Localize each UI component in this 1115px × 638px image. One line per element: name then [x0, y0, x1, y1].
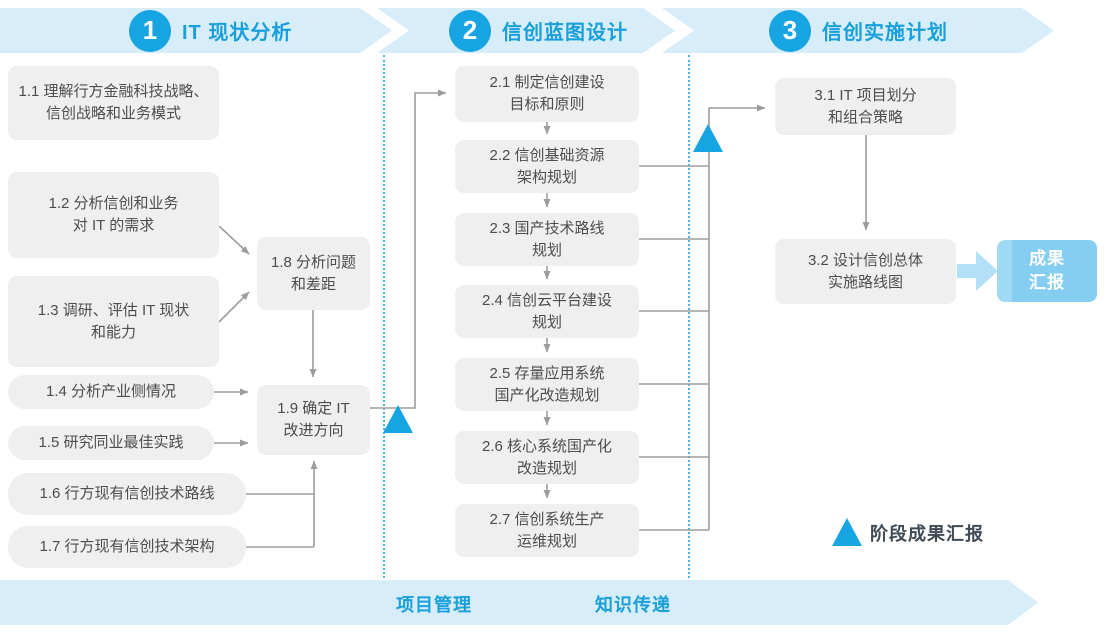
phase-banner-1: 1 IT 现状分析 — [0, 8, 392, 53]
footer-label-project-management: 项目管理 — [396, 595, 472, 615]
phase-number-badge-2: 2 — [449, 9, 491, 52]
task-box-1-3: 1.3 调研、评估 IT 现状 和能力 — [8, 276, 219, 367]
task-box-2-5: 2.5 存量应用系统 国产化改造规划 — [455, 358, 639, 411]
task-box-1-8: 1.8 分析问题 和差距 — [257, 237, 370, 310]
footer-label-knowledge-transfer: 知识传递 — [595, 595, 671, 615]
phase-divider-1 — [383, 55, 385, 578]
task-box-1-5: 1.5 研究同业最佳实践 — [8, 426, 214, 460]
task-box-1-4: 1.4 分析产业侧情况 — [8, 375, 214, 409]
phase-title-3: 信创实施计划 — [822, 22, 948, 44]
task-box-2-6: 2.6 核心系统国产化 改造规划 — [455, 431, 639, 484]
task-box-2-3: 2.3 国产技术路线 规划 — [455, 213, 639, 266]
phase-divider-2 — [688, 55, 690, 578]
task-box-2-4: 2.4 信创云平台建设 规划 — [455, 285, 639, 338]
phase-banner-2: 2 信创蓝图设计 — [377, 8, 675, 53]
phase-banner-3: 3 信创实施计划 — [662, 8, 1054, 53]
task-box-3-1: 3.1 IT 项目划分 和组合策略 — [775, 78, 956, 135]
edge-1-3-to-1-8 — [218, 291, 250, 323]
milestone-triangle-2 — [693, 124, 723, 152]
phase-number-badge-3: 3 — [769, 9, 811, 52]
phase-number-badge-1: 1 — [129, 9, 171, 52]
legend-label: 阶段成果汇报 — [870, 524, 984, 544]
edge-1-2-to-1-8 — [218, 225, 250, 255]
result-arrow — [957, 251, 998, 291]
task-box-1-2: 1.2 分析信创和业务 对 IT 的需求 — [8, 172, 219, 258]
phase-title-2: 信创蓝图设计 — [502, 22, 628, 44]
edge-1-9-to-2-1 — [370, 89, 447, 409]
task-box-1-9: 1.9 确定 IT 改进方向 — [257, 385, 370, 455]
task-box-2-2: 2.2 信创基础资源 架构规划 — [455, 140, 639, 193]
task-box-2-1: 2.1 制定信创建设 目标和原则 — [455, 66, 639, 122]
task-box-2-7: 2.7 信创系统生产 运维规划 — [455, 504, 639, 557]
result-report-box: 成果 汇报 — [997, 240, 1097, 302]
footer-banner — [0, 580, 1038, 625]
milestone-triangle-1 — [383, 405, 413, 433]
task-box-1-6: 1.6 行方现有信创技术路线 — [8, 473, 246, 515]
legend-triangle — [832, 518, 862, 546]
task-box-3-2: 3.2 设计信创总体 实施路线图 — [775, 239, 956, 304]
task-box-1-1: 1.1 理解行方金融科技战略、 信创战略和业务模式 — [8, 66, 219, 140]
edge-collector-to-3-1 — [708, 104, 766, 530]
task-box-1-7: 1.7 行方现有信创技术架构 — [8, 526, 246, 568]
phase-title-1: IT 现状分析 — [182, 22, 293, 44]
